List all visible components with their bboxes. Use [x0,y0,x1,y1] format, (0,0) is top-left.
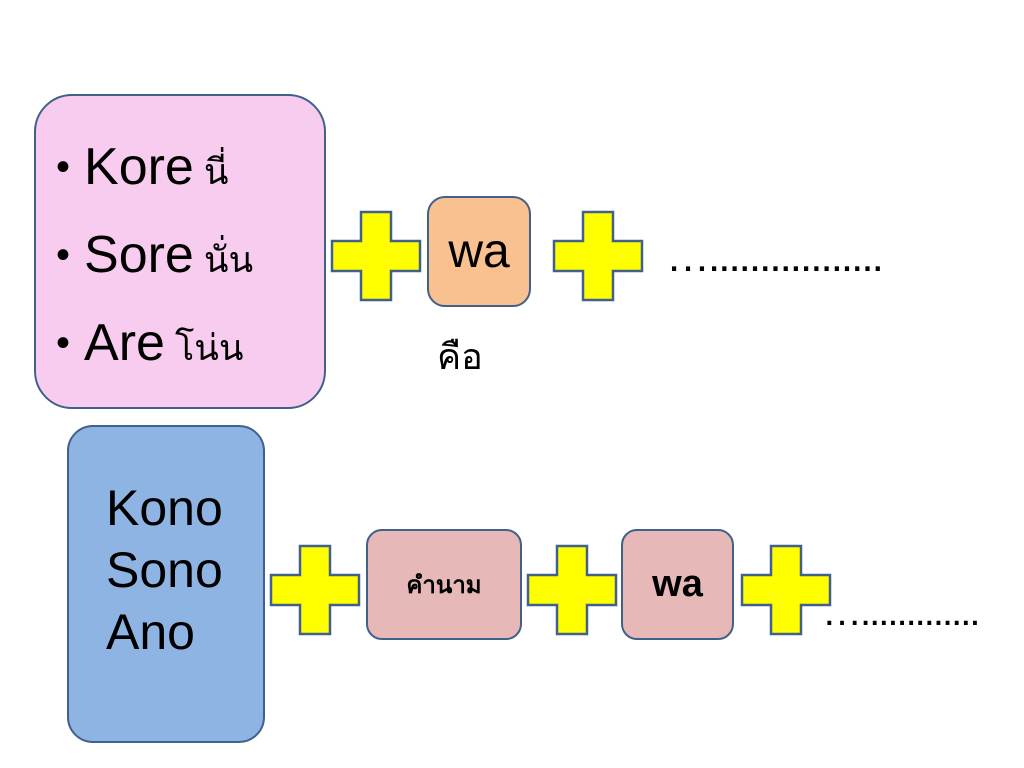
plus-icon [330,210,422,302]
bullet-icon: • [56,145,71,189]
determiner-word: Ano [106,604,195,660]
plus-icon [740,544,832,636]
blank-line-top: …................. [666,232,884,281]
determiner-word: Kono [106,480,223,536]
determiner-word: Sono [106,542,223,598]
pronoun-thai: นั่น [203,240,254,281]
bullet-icon: • [56,321,71,365]
determiner-list: Kono Sono Ano [106,477,223,663]
plus-icon [552,210,644,302]
particle-meaning: คือ [437,337,483,378]
plus-icon [269,544,361,636]
plus-icon [526,544,618,636]
pronoun-item-kore: • Kore นี่ [56,130,253,218]
blank-line-bottom: …............. [822,590,980,634]
determiner-box: Kono Sono Ano [67,425,265,743]
pronoun-word: Sore [84,226,194,284]
pronoun-thai: นี่ [203,152,229,193]
pronoun-thai: โน่น [174,328,244,369]
particle-wa-box: wa [427,196,531,307]
bullet-icon: • [56,233,71,277]
pronoun-word: Kore [84,138,194,196]
particle-wa-box-bottom: wa [621,529,734,640]
noun-box: คำนาม [366,529,522,640]
pronoun-word: Are [84,314,165,372]
